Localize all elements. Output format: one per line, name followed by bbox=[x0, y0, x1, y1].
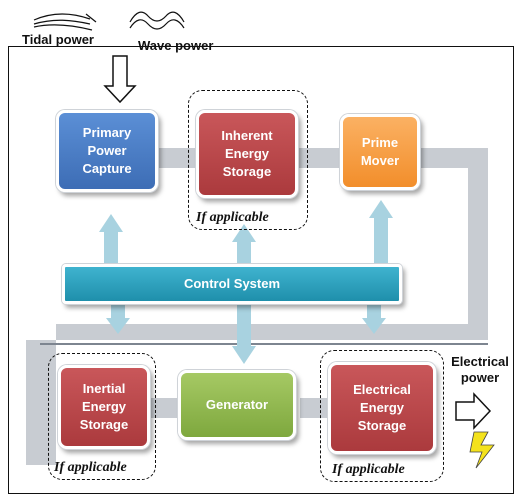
lightning-icon bbox=[469, 431, 495, 469]
tidal-wave-icon bbox=[33, 13, 97, 31]
electrical-if-applicable-note: If applicable bbox=[332, 462, 405, 477]
primary-power-capture-block: Primary Power Capture bbox=[56, 110, 158, 192]
inertial-optional-outline bbox=[48, 353, 156, 480]
input-arrow-icon bbox=[103, 55, 137, 104]
diagram-frame bbox=[8, 46, 514, 494]
inherent-optional-outline bbox=[188, 90, 308, 230]
electrical-energy-storage-block: Electrical Energy Storage bbox=[328, 362, 436, 454]
prime-mover-block: Prime Mover bbox=[340, 114, 420, 190]
output-arrow-icon bbox=[455, 392, 492, 430]
inherent-if-applicable-note: If applicable bbox=[196, 210, 269, 225]
electrical-power-label: Electrical power bbox=[451, 354, 509, 385]
electrical-optional-outline bbox=[320, 350, 444, 482]
power-flow-band bbox=[26, 148, 488, 465]
ocean-wave-icon bbox=[129, 11, 185, 30]
control-system-block: Control System bbox=[62, 264, 402, 304]
control-connectors bbox=[99, 200, 393, 364]
generator-block: Generator bbox=[178, 370, 296, 440]
inherent-energy-storage-block: Inherent Energy Storage bbox=[196, 110, 298, 198]
inertial-energy-storage-block: Inertial Energy Storage bbox=[58, 365, 150, 449]
inertial-if-applicable-note: If applicable bbox=[54, 460, 127, 475]
tidal-power-label: Tidal power bbox=[22, 32, 94, 47]
wave-power-label: Wave power bbox=[138, 38, 214, 53]
